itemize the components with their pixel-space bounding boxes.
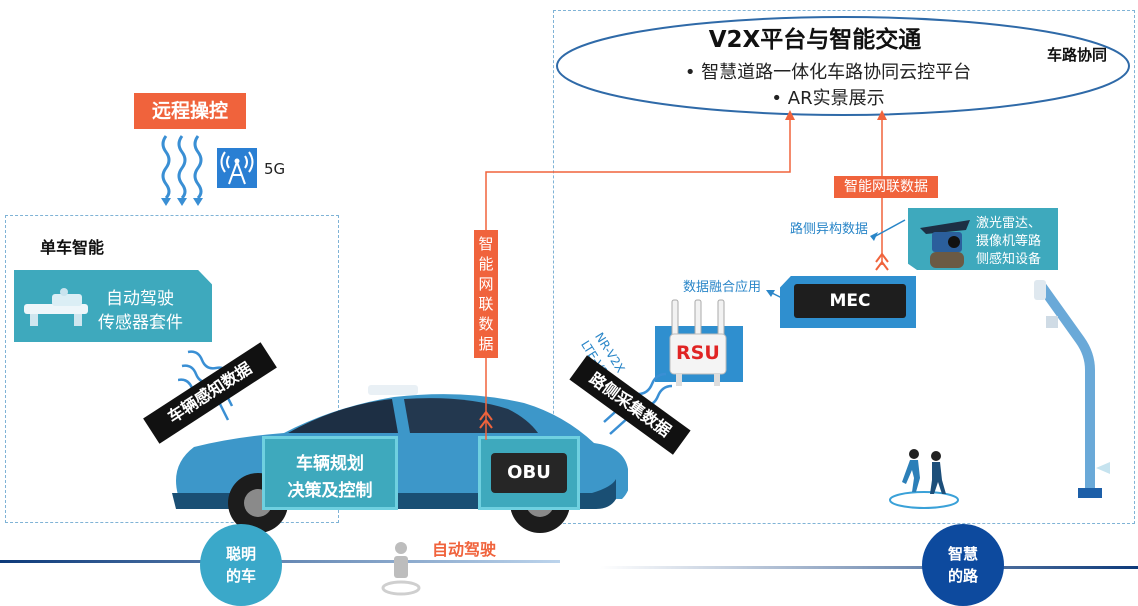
platform-ellipse <box>556 16 1130 116</box>
platform-bullet-1-text: 智慧道路一体化车路协同云控平台 <box>701 62 972 83</box>
roadside-sensor-line2: 摄像机等路 <box>976 234 1042 249</box>
smart-net-char-6: 据 <box>478 335 494 353</box>
vehicle-road-collab-label: 车路协同 <box>1047 46 1108 64</box>
rsu-device-icon <box>669 299 727 386</box>
smart-car-badge: 聪明 的车 <box>200 524 282 606</box>
smart-net-char-2: 能 <box>478 255 494 273</box>
mec-label: MEC <box>829 291 871 311</box>
mec-device-icon: MEC <box>794 284 906 318</box>
street-pole-icon <box>1034 280 1110 498</box>
pedestrians-icon <box>889 449 959 509</box>
smart-net-right-label: 智能网联数据 <box>834 176 938 198</box>
lidar-camera-icon <box>920 220 970 268</box>
sensor-kit-line2: 传感器套件 <box>98 313 183 333</box>
smart-net-char-5: 数 <box>478 315 494 333</box>
vehicle-planning-line1: 车辆规划 <box>296 454 364 474</box>
signal-tower-icon <box>217 148 257 188</box>
timeline-right <box>600 566 1138 569</box>
roadside-sensor-line3: 侧感知设备 <box>976 252 1042 267</box>
sensor-kit-icon <box>24 288 88 326</box>
obu-box: OBU <box>478 436 580 510</box>
obu-device-icon: OBU <box>491 453 567 493</box>
roadside-sensor-line1: 激光雷达、 <box>976 216 1042 231</box>
smart-car-line1: 聪明 <box>225 545 256 563</box>
network-label: 5G <box>264 160 286 178</box>
smart-car-line2: 的车 <box>225 567 256 585</box>
vehicle-planning-line2: 决策及控制 <box>287 481 373 501</box>
rsu-label: RSU <box>676 342 720 364</box>
smart-net-vertical-label: 智 能 网 联 数 据 <box>474 230 498 358</box>
smart-net-char-3: 网 <box>478 275 494 293</box>
platform-bullet-2-text: AR实景展示 <box>787 88 885 109</box>
obu-label: OBU <box>507 462 551 483</box>
remote-control-label: 远程操控 <box>134 93 246 129</box>
platform-title: V2X平台与智能交通 <box>708 27 922 53</box>
smart-net-char-4: 联 <box>478 295 494 313</box>
roadside-hetero-label: 路侧异构数据 <box>790 222 869 237</box>
data-fusion-label: 数据融合应用 <box>683 280 762 295</box>
sensor-kit-card: 自动驾驶 传感器套件 <box>14 270 212 342</box>
platform-bullet-2: • AR实景展示 <box>771 88 885 109</box>
platform-bullet-1: • 智慧道路一体化车路协同云控平台 <box>684 62 972 83</box>
smart-road-line1: 智慧 <box>947 545 978 563</box>
autonomous-driving-label: 自动驾驶 <box>432 540 497 559</box>
smart-road-badge: 智慧 的路 <box>922 524 1004 606</box>
vehicle-intelligence-region <box>5 215 339 523</box>
smart-road-line2: 的路 <box>947 567 978 585</box>
sensor-kit-line1: 自动驾驶 <box>106 289 174 309</box>
mec-box: MEC <box>780 276 916 328</box>
vehicle-road-collab-region <box>553 10 1135 524</box>
vehicle-planning-box: 车辆规划 决策及控制 <box>262 436 398 510</box>
smart-net-char-1: 智 <box>478 235 494 253</box>
person-marker-icon <box>381 542 421 596</box>
roadside-sensor-card: 激光雷达、 摄像机等路 侧感知设备 <box>908 208 1058 270</box>
single-vehicle-label: 单车智能 <box>40 238 105 257</box>
wave-arrows-icon <box>161 135 203 206</box>
